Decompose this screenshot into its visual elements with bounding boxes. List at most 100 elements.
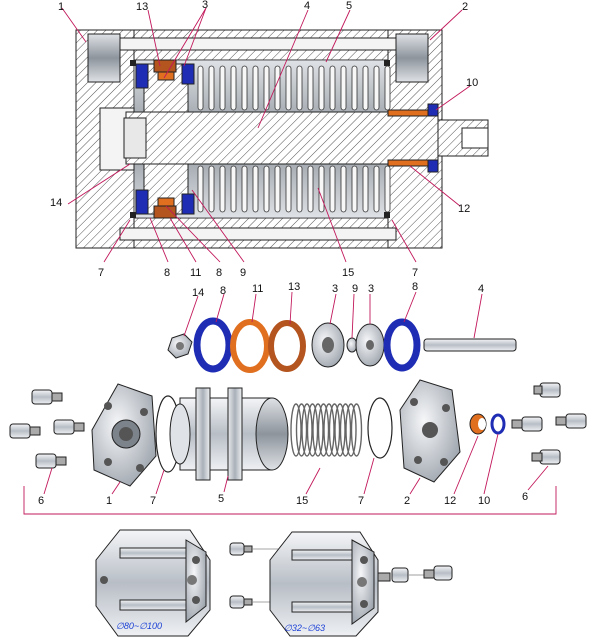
callout-3: 3 — [202, 0, 208, 11]
spring-coil — [285, 165, 292, 213]
piston-seal-top — [135, 63, 149, 89]
spring-coil — [252, 65, 259, 111]
spring-coil — [329, 165, 336, 213]
spring-loop — [334, 403, 346, 457]
callout-11: 11 — [190, 267, 201, 279]
o-ring-br — [384, 212, 390, 218]
spring-coil — [274, 165, 281, 213]
assembly-callouts: 6 1 7 5 15 7 2 12 10 6 — [38, 491, 528, 507]
callout-7-left: 7 — [98, 267, 104, 279]
variant-large: ∅80~∅100 — [95, 529, 211, 637]
bolts-right — [511, 382, 587, 465]
spring-coil — [241, 65, 248, 111]
tie-rod-hole-tl — [87, 33, 121, 83]
section-callouts: 1 13 3 4 5 2 10 12 14 7 8 11 8 9 15 7 — [50, 0, 478, 279]
seal-row — [167, 317, 517, 373]
callout-13: 13 — [136, 1, 148, 13]
spring-coil — [208, 165, 215, 213]
callout-e4: 4 — [478, 283, 484, 295]
callout-x5: 5 — [218, 493, 224, 505]
tie-rod-hole-tr — [395, 33, 429, 83]
spring-coil — [208, 65, 215, 111]
callout-x2: 2 — [404, 495, 410, 507]
callout-e14: 14 — [192, 287, 204, 299]
spring-coil — [340, 165, 347, 213]
bolts-left — [9, 389, 85, 469]
spring-coil — [329, 65, 336, 111]
spring-coil — [241, 165, 248, 213]
wear-ring-bottom — [153, 205, 177, 219]
spring-coil — [263, 165, 270, 213]
spring-coil — [230, 165, 237, 213]
part-seal-8a — [193, 317, 233, 373]
part-seal-8b — [383, 318, 421, 372]
piston-seal-top-r — [181, 63, 195, 85]
tail-nut — [123, 117, 147, 159]
spring-coil — [384, 165, 391, 213]
spring-coil — [219, 65, 226, 111]
rod-seal-bottom — [427, 159, 439, 173]
spring-coil — [296, 65, 303, 111]
part-rod-seal — [490, 413, 506, 435]
spring-coil — [296, 165, 303, 213]
part-barrel — [169, 387, 289, 481]
spring-loop — [339, 403, 352, 457]
o-ring-bl — [130, 212, 136, 218]
section-leaders — [61, 7, 471, 263]
callout-e13: 13 — [288, 281, 300, 293]
callout-1: 1 — [58, 1, 64, 13]
spring-loop — [350, 403, 363, 457]
o-ring-tl — [130, 60, 136, 66]
callout-e9: 9 — [352, 283, 358, 295]
spring-coil — [307, 65, 314, 111]
callout-e3a: 3 — [332, 283, 338, 295]
callout-4: 4 — [304, 0, 310, 12]
spring-loop — [345, 403, 357, 457]
spring-coil — [285, 65, 292, 111]
callout-x15: 15 — [296, 495, 308, 507]
part-ring-13 — [268, 320, 306, 372]
guide-ring-top — [157, 71, 175, 81]
assembly-leaders — [43, 433, 549, 495]
callout-7-right: 7 — [412, 267, 418, 279]
spring-coil — [362, 65, 369, 111]
spring-coil — [252, 165, 259, 213]
spring-coil — [318, 165, 325, 213]
section-view — [75, 29, 489, 249]
callout-8-left: 8 — [164, 267, 170, 279]
spring-coil — [384, 65, 391, 111]
spring-coil — [340, 65, 347, 111]
callout-2: 2 — [462, 1, 468, 13]
rod-end-thread — [461, 127, 489, 149]
spring-coil — [318, 65, 325, 111]
spring-coils — [197, 65, 391, 213]
wear-ring-top — [153, 59, 177, 73]
spring-coil — [263, 65, 270, 111]
seal-row-leaders — [183, 291, 483, 339]
callout-x1: 1 — [106, 495, 112, 507]
spring-loop — [290, 403, 302, 457]
guide-ring-bottom — [157, 197, 175, 207]
spring-coil — [230, 65, 237, 111]
spring-coil — [373, 165, 380, 213]
spring-coil — [197, 165, 204, 213]
spring-coil — [362, 165, 369, 213]
spring-loop — [312, 403, 324, 457]
callout-e8a: 8 — [220, 285, 226, 297]
callout-e11: 11 — [252, 283, 263, 295]
callout-14: 14 — [50, 197, 62, 209]
callout-8-right: 8 — [216, 267, 222, 279]
callout-e3b: 3 — [368, 283, 374, 295]
part-spring — [290, 403, 363, 457]
callout-12: 12 — [458, 203, 470, 215]
spring-loop — [295, 403, 308, 457]
variant-small: ∅32~∅63 — [229, 531, 453, 637]
o-ring-tr — [384, 60, 390, 66]
piston-seal-bottom-r — [181, 193, 195, 215]
spring-coil — [219, 165, 226, 213]
callout-x7b: 7 — [358, 495, 364, 507]
callout-x6a: 6 — [38, 495, 44, 507]
rod-seal-top — [427, 103, 439, 117]
rod-bushing-bottom — [387, 159, 433, 167]
